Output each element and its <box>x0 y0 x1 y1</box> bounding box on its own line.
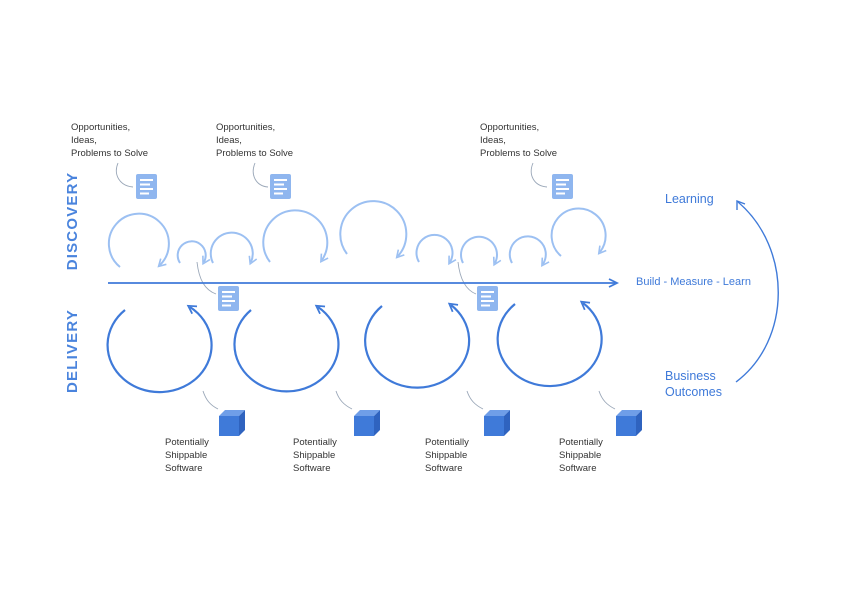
document-icon <box>218 286 239 311</box>
delivery-loops <box>106 300 603 394</box>
software-note-line: Software <box>165 463 203 474</box>
discovery-loop <box>176 240 211 266</box>
opportunity-note-line: Ideas, <box>71 135 97 146</box>
document-icon <box>552 174 573 199</box>
note-connector <box>457 261 477 295</box>
opportunity-note-line: Ideas, <box>216 135 242 146</box>
software-note-line: Potentially <box>293 437 337 448</box>
software-note-line: Software <box>293 463 331 474</box>
software-note-2: Potentially Shippable Software <box>293 437 337 474</box>
cube-icon <box>354 410 380 436</box>
opportunity-note-line: Problems to Solve <box>216 148 293 159</box>
document-icon <box>477 286 498 311</box>
opportunity-note-3: Opportunities, Ideas, Problems to Solve <box>480 122 557 159</box>
software-note-line: Potentially <box>165 437 209 448</box>
opportunity-note-line: Opportunities, <box>71 122 130 133</box>
cube-connector <box>335 390 353 410</box>
opportunity-note-line: Problems to Solve <box>71 148 148 159</box>
discovery-loop <box>550 207 607 257</box>
software-note-4: Potentially Shippable Software <box>559 437 603 474</box>
build-measure-learn-label: Build - Measure - Learn <box>636 276 751 288</box>
cube-connector <box>598 390 616 410</box>
cube-connector <box>466 390 484 410</box>
note-connector <box>530 162 548 188</box>
discovery-label: DISCOVERY <box>64 172 81 271</box>
opportunity-note-line: Ideas, <box>480 135 506 146</box>
opportunity-note-2: Opportunities, Ideas, Problems to Solve <box>216 122 293 159</box>
discovery-loop <box>262 209 329 264</box>
opportunity-note-line: Problems to Solve <box>480 148 557 159</box>
note-connector <box>252 162 269 188</box>
opportunity-note-1: Opportunities, Ideas, Problems to Solve <box>71 122 148 159</box>
delivery-loop <box>496 300 603 388</box>
discovery-loop <box>209 231 258 266</box>
axis-arrowhead <box>608 278 620 288</box>
cube-connector <box>202 390 219 410</box>
feedback-loop-arc <box>735 201 779 383</box>
business-outcomes-line: Outcomes <box>665 385 722 399</box>
delivery-loop <box>106 304 213 394</box>
opportunity-note-line: Opportunities, <box>216 122 275 133</box>
discovery-loop <box>460 235 502 267</box>
delivery-label: DELIVERY <box>64 309 81 393</box>
discovery-loop <box>415 233 457 266</box>
software-note-line: Software <box>559 463 597 474</box>
software-note-line: Potentially <box>559 437 603 448</box>
note-connector <box>115 162 134 188</box>
document-icon <box>136 174 157 199</box>
note-connector <box>196 261 217 295</box>
business-outcomes-line: Business <box>665 369 716 383</box>
software-note-line: Software <box>425 463 463 474</box>
discovery-loop <box>107 212 170 268</box>
cube-icon <box>616 410 642 436</box>
discovery-loop <box>508 235 550 268</box>
software-note-line: Shippable <box>559 450 601 461</box>
cube-icon <box>219 410 245 436</box>
opportunity-note-line: Opportunities, <box>480 122 539 133</box>
business-outcomes-label: Business Outcomes <box>665 369 722 399</box>
feedback-arrowhead <box>736 199 746 210</box>
discovery-loop <box>339 200 408 259</box>
learning-label: Learning <box>665 192 714 206</box>
software-note-line: Shippable <box>165 450 207 461</box>
cube-icon <box>484 410 510 436</box>
software-note-3: Potentially Shippable Software <box>425 437 469 474</box>
delivery-loop <box>233 304 340 393</box>
discovery-loops <box>107 200 607 268</box>
delivery-loop <box>364 302 471 389</box>
document-icon <box>270 174 291 199</box>
software-note-line: Shippable <box>425 450 467 461</box>
software-note-line: Shippable <box>293 450 335 461</box>
software-note-line: Potentially <box>425 437 469 448</box>
software-note-1: Potentially Shippable Software <box>165 437 209 474</box>
